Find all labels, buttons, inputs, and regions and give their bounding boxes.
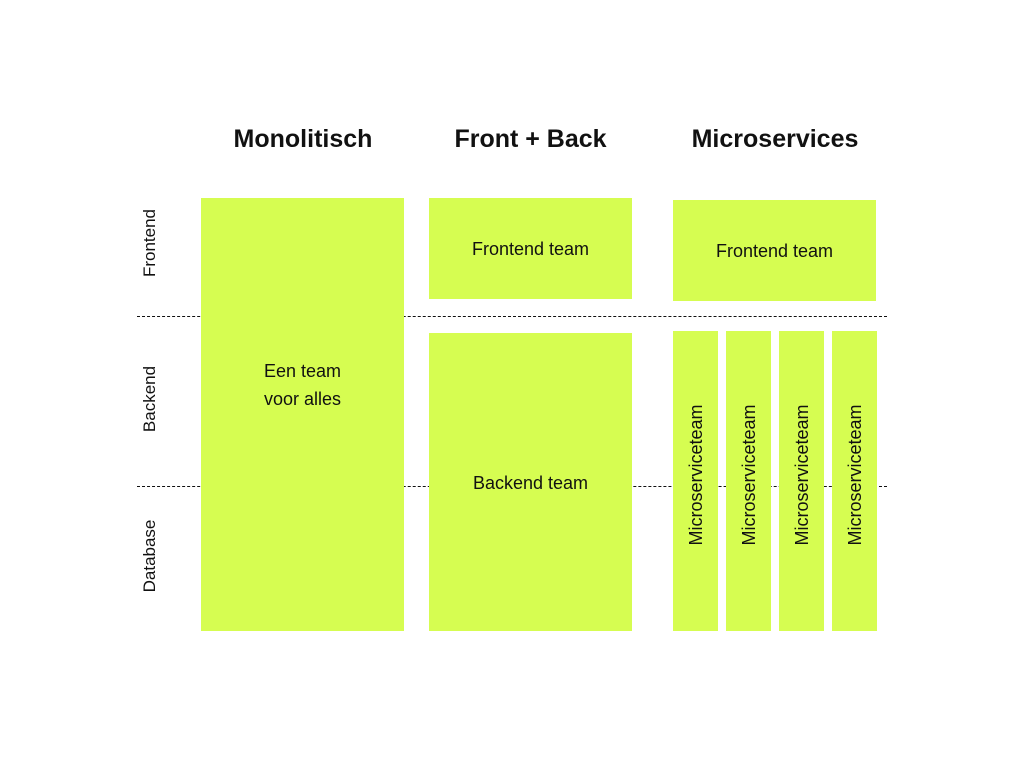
microservice-team-label-4: Microserviceteam <box>844 404 865 546</box>
row-label-backend: Backend <box>140 365 159 433</box>
row-label-database: Database <box>140 519 159 593</box>
microservice-team-label-3: Microserviceteam <box>791 404 812 546</box>
microservice-team-block-4: Microserviceteam <box>832 331 877 631</box>
backend-team-block: Backend team <box>429 333 632 631</box>
microservice-team-block-3: Microserviceteam <box>779 331 824 631</box>
frontend-team-label-microservices: Frontend team <box>715 240 834 261</box>
frontend-team-block-front-back: Frontend team <box>429 198 632 299</box>
column-title-front-back: Front + Back <box>454 125 607 153</box>
monolithic-team-label: Een team voor alles <box>263 360 342 409</box>
column-title-microservices: Microservices <box>691 125 859 153</box>
microservice-team-label-1: Microserviceteam <box>685 404 706 546</box>
microservice-team-block-1: Microserviceteam <box>673 331 718 631</box>
microservice-team-block-2: Microserviceteam <box>726 331 771 631</box>
frontend-team-label-front-back: Frontend team <box>471 238 590 259</box>
row-label-frontend: Frontend <box>140 208 159 278</box>
backend-team-label: Backend team <box>472 473 589 493</box>
monolithic-team-block: Een team voor alles <box>201 198 404 631</box>
microservice-team-label-2: Microserviceteam <box>738 404 759 546</box>
frontend-team-block-microservices: Frontend team <box>673 200 876 301</box>
column-title-monolithic: Monolitisch <box>233 125 373 153</box>
divider-frontend-backend <box>137 316 887 317</box>
